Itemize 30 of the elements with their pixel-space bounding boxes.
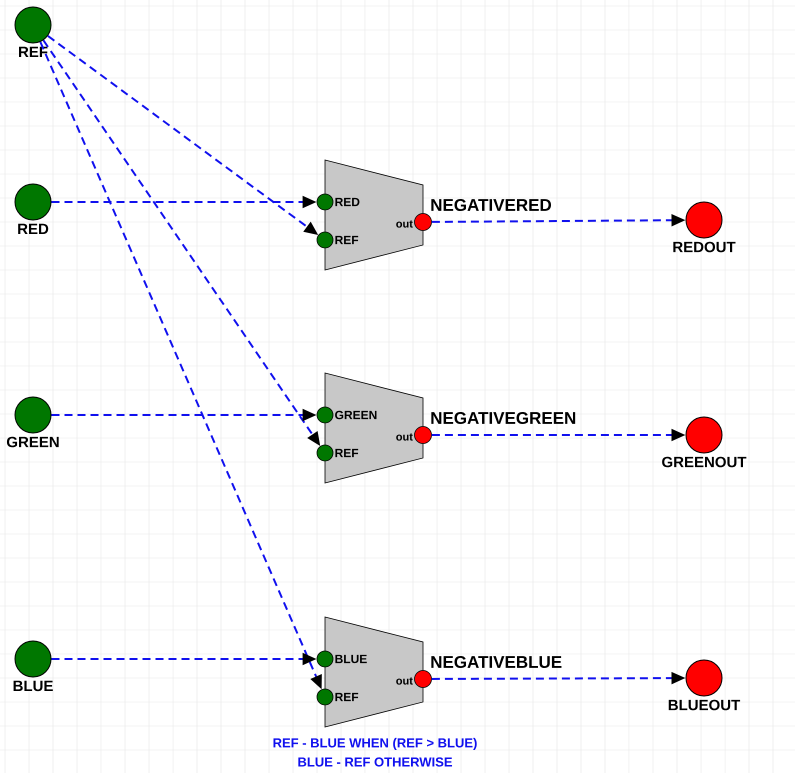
output-port: out bbox=[396, 213, 432, 231]
node-label: GREEN bbox=[335, 410, 376, 420]
node-label: out bbox=[396, 220, 413, 228]
node-label: GREEN bbox=[6, 436, 59, 448]
input-port: REF bbox=[316, 688, 358, 706]
node-label: RED bbox=[335, 198, 360, 206]
note-text: REF - BLUE WHEN (REF > BLUE) bbox=[274, 738, 477, 750]
output-port: out bbox=[396, 426, 432, 444]
node-label: BLUE bbox=[335, 654, 367, 664]
node-label: REF bbox=[335, 236, 358, 244]
input-port: GREEN bbox=[316, 406, 376, 424]
node-label: REF bbox=[335, 692, 358, 702]
node-label: BLUEOUT bbox=[668, 700, 740, 710]
input-port: REF bbox=[316, 444, 358, 462]
node-label: NEGATIVEBLUE bbox=[431, 656, 562, 668]
note-text: BLUE - REF OTHERWISE bbox=[298, 757, 452, 767]
node-label: BLUE bbox=[14, 680, 53, 692]
node-label: GREENOUT bbox=[662, 456, 746, 468]
input-port: REF bbox=[316, 232, 358, 248]
node-label: RED bbox=[18, 224, 48, 234]
input-port: RED bbox=[316, 194, 360, 210]
node-label: REDOUT bbox=[673, 242, 736, 252]
node-label: NEGATIVERED bbox=[431, 198, 552, 212]
input-port: BLUE bbox=[316, 650, 367, 668]
node-label: NEGATIVEGREEN bbox=[431, 412, 576, 424]
node-label: REF bbox=[19, 46, 48, 58]
node-label: out bbox=[396, 433, 413, 441]
output-port: out bbox=[396, 670, 432, 688]
node-label: out bbox=[396, 677, 413, 685]
node-label: REF bbox=[335, 448, 358, 458]
